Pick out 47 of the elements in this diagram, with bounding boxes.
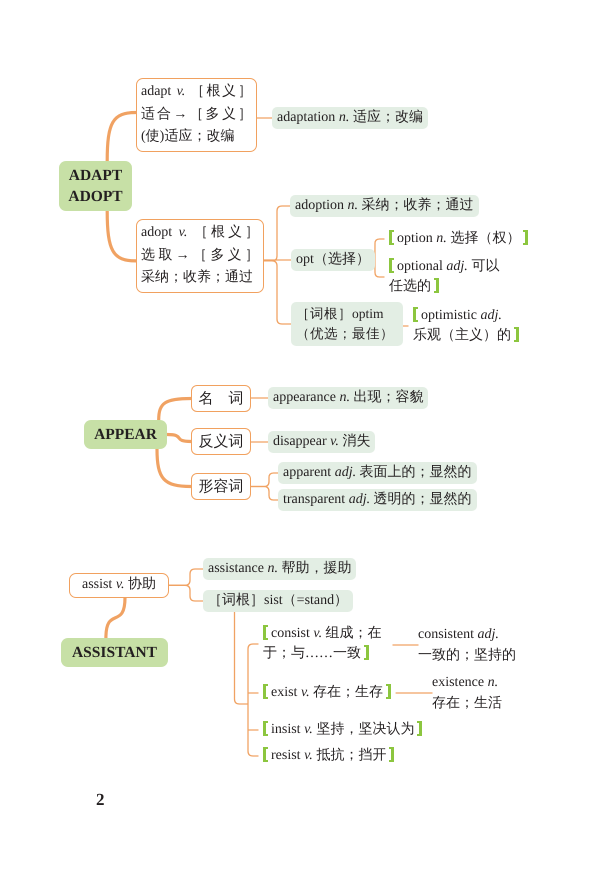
meaning-box: adopt v. ［根义］选取→［多义］采纳；收养；通过 bbox=[136, 219, 264, 292]
term-box: adaptation n. 适应；改编 bbox=[272, 107, 428, 129]
category-box: 反义词 bbox=[191, 428, 251, 455]
meaning-box: assist v. 协助 bbox=[69, 573, 169, 598]
bracketed-term: insist v. 坚持，坚决认为 bbox=[263, 720, 422, 740]
connector-line bbox=[250, 486, 279, 501]
bracketed-term: resist v. 抵抗；挡开 bbox=[263, 746, 394, 766]
connector-line bbox=[250, 441, 269, 443]
bracketed-term: consist v. 组成；在于；与……一致 bbox=[263, 624, 388, 664]
term-box: opt（选择） bbox=[291, 249, 375, 271]
bracketed-term: option n. 选择（权） bbox=[389, 229, 528, 249]
category-box: 形容词 bbox=[191, 473, 251, 500]
connector-line bbox=[234, 611, 259, 757]
connector-line bbox=[374, 259, 385, 278]
term-box: adoption n. 采纳；收养；通过 bbox=[290, 195, 478, 217]
connector-line bbox=[250, 397, 269, 399]
page-number: 2 bbox=[96, 790, 104, 810]
bracketed-term: optional adj. 可以任选的 bbox=[389, 257, 505, 297]
connector-line bbox=[392, 644, 419, 646]
connector-line bbox=[168, 584, 204, 602]
term-text: existence n. 存在；生活 bbox=[432, 672, 512, 714]
bracketed-term: optimistic adj. 乐观（主义）的 bbox=[413, 306, 523, 346]
term-box: appearance n. 出现；容貌 bbox=[268, 387, 428, 409]
connector-line bbox=[155, 447, 193, 488]
root-word-box: ADAPT ADOPT bbox=[59, 161, 132, 211]
bracketed-term: exist v. 存在；生存 bbox=[263, 683, 392, 703]
term-box: disappear v. 消失 bbox=[268, 431, 376, 453]
term-box: ［词根］sist（=stand） bbox=[203, 590, 354, 612]
connector-line bbox=[165, 432, 193, 444]
root-word-box: APPEAR bbox=[84, 420, 167, 449]
term-box: assistance n. 帮助，援助 bbox=[203, 558, 356, 580]
connector-line bbox=[157, 396, 193, 422]
connector-line bbox=[374, 238, 385, 261]
connector-line bbox=[395, 692, 433, 694]
connector-line bbox=[106, 110, 138, 163]
term-box: ［词根］optim（优选；最佳） bbox=[291, 302, 403, 346]
connector-line bbox=[263, 260, 292, 325]
category-box: 名 词 bbox=[191, 385, 251, 412]
root-word-box: ASSISTANT bbox=[61, 638, 168, 667]
term-text: consistent adj. 一致的；坚持的 bbox=[418, 624, 523, 666]
connector-line bbox=[104, 596, 127, 640]
connector-line bbox=[263, 259, 292, 261]
meaning-box: adapt v. ［根义］适合→［多义］(使)适应；改编 bbox=[136, 78, 257, 152]
term-box: apparent adj. 表面上的；显然的 bbox=[278, 462, 477, 484]
term-box: transparent adj. 透明的；显然的 bbox=[278, 489, 477, 511]
connector-line bbox=[106, 209, 138, 262]
connector-line bbox=[256, 117, 273, 119]
